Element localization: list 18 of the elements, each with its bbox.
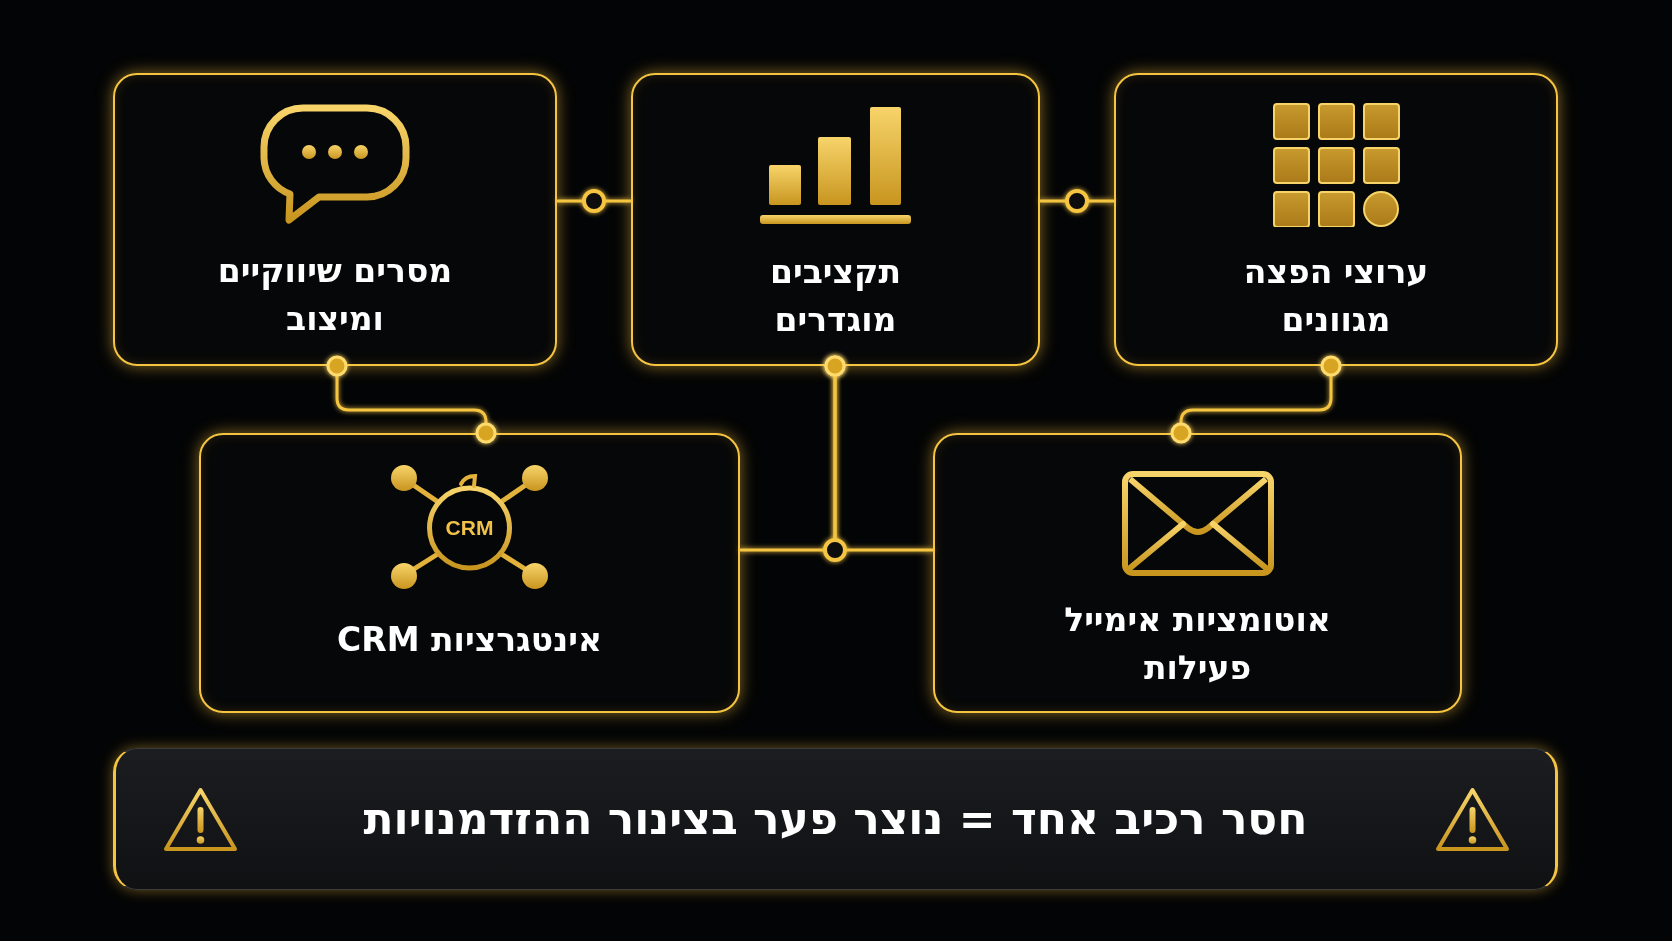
card-title: אוטומציות אימייל פעילות	[1063, 599, 1332, 689]
connector-line	[557, 199, 631, 203]
connector-line	[824, 355, 933, 552]
warning-banner	[113, 748, 1558, 890]
connector-line	[1040, 199, 1114, 203]
card-title: מסרים שיווקיים ומיצוב	[216, 250, 454, 340]
icon-label: CRM	[444, 515, 495, 541]
card-title: אינטגרציות CRM	[337, 619, 602, 661]
connector-line	[326, 355, 497, 444]
feature-card	[113, 73, 557, 366]
card-title: תקציבים מוגדרים	[769, 251, 902, 341]
feature-card	[933, 433, 1462, 713]
connector-line	[1170, 355, 1342, 444]
warning-message: חסר רכיב אחד = נוצר פער בצינור ההזדמנויות	[363, 792, 1308, 846]
feature-card	[1114, 73, 1558, 366]
card-title: ערוצי הפצה מגוונים	[1242, 251, 1430, 341]
feature-card	[199, 433, 740, 713]
feature-card	[631, 73, 1040, 366]
